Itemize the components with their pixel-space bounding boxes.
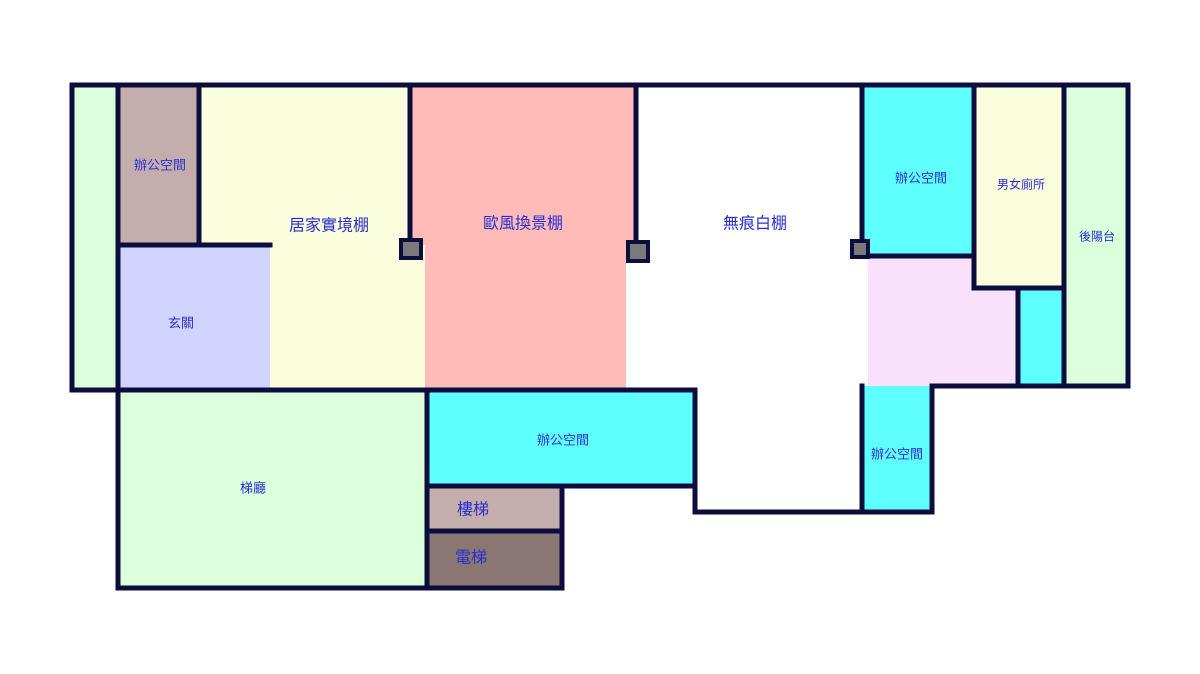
column-3 xyxy=(850,239,870,259)
label-white-studio: 無痕白棚 xyxy=(723,214,787,233)
label-home-studio: 居家實境棚 xyxy=(289,216,369,235)
left-strip xyxy=(72,85,118,390)
room-office-bottom[interactable] xyxy=(427,390,695,486)
room-home-studio[interactable] xyxy=(199,85,410,245)
room-home-studio-lower xyxy=(270,245,425,390)
label-restroom: 男女廁所 xyxy=(997,177,1045,192)
label-office-bottom-right: 辦公空間 xyxy=(871,448,923,463)
label-stairs: 樓梯 xyxy=(457,500,489,519)
room-pink-area-2 xyxy=(974,288,1018,386)
column-1 xyxy=(399,238,423,260)
label-back-balcony: 後陽台 xyxy=(1079,229,1115,244)
room-office-top-right[interactable] xyxy=(862,85,974,256)
label-office-top-left: 辦公空間 xyxy=(134,159,186,174)
room-stairs[interactable] xyxy=(427,486,562,531)
label-euro-studio: 歐風換景棚 xyxy=(483,214,563,233)
room-restroom[interactable] xyxy=(974,85,1064,288)
label-office-top-right: 辦公空間 xyxy=(895,172,947,187)
label-office-bottom: 辦公空間 xyxy=(537,434,589,449)
room-euro-studio-lower xyxy=(425,245,626,390)
label-lobby: 梯廳 xyxy=(240,481,266,497)
label-elevator: 電梯 xyxy=(455,548,487,567)
room-office-top-left[interactable] xyxy=(118,85,199,245)
label-entrance: 玄關 xyxy=(168,317,194,332)
room-office-bottom-right[interactable] xyxy=(862,386,932,512)
room-entrance[interactable] xyxy=(118,245,270,390)
room-small-cyan xyxy=(1018,288,1064,386)
column-2 xyxy=(626,240,650,263)
room-lobby[interactable] xyxy=(118,390,427,588)
room-elevator[interactable] xyxy=(427,531,562,588)
room-pink-area xyxy=(868,256,974,386)
room-euro-studio[interactable] xyxy=(410,85,636,245)
room-back-balcony[interactable] xyxy=(1064,85,1128,386)
inner-walls xyxy=(115,82,1067,591)
